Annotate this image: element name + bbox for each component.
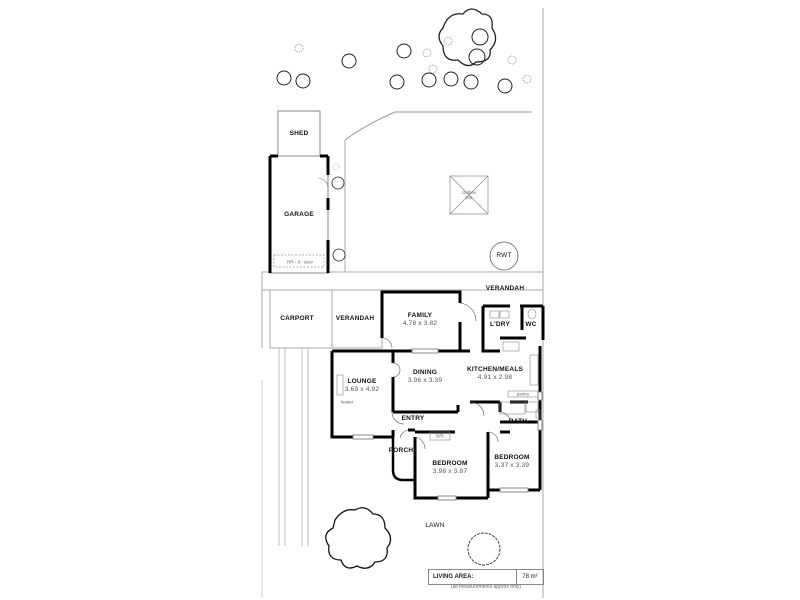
bedroom2-label: BEDROOM 3.37 x 3.39: [494, 454, 530, 469]
heater-label: heater: [340, 399, 354, 405]
porch-label: PORCH: [388, 447, 414, 454]
lounge-label: LOUNGE 3.69 x 4.92: [344, 378, 380, 393]
bedroom1-label: BEDROOM 3.98 x 3.97: [432, 460, 468, 475]
carport-label: CARPORT: [280, 315, 314, 322]
garage-door-note: RR - d - door: [286, 259, 314, 265]
living-area-box: LIVING AREA: 78 m²: [428, 569, 544, 585]
verandah-left: [331, 289, 383, 349]
verandah-left-label: VERANDAH: [335, 315, 375, 322]
shed-label: SHED: [289, 130, 309, 137]
garage-label: GARAGE: [284, 211, 314, 218]
family-label: FAMILY 4.78 x 3.82: [402, 312, 438, 327]
bir-label: B/R: [436, 433, 444, 439]
trees-top: [276, 8, 513, 94]
lawn-label: LAWN: [425, 522, 445, 529]
garage: [268, 154, 346, 274]
rainwater-tank: [489, 241, 519, 271]
bedroom1-dims: 3.98 x 3.97: [432, 468, 468, 475]
tree-small: [467, 532, 501, 566]
rwt-label: RWT: [496, 252, 512, 259]
wc-label: WC: [525, 321, 537, 328]
bath-label: BATH: [508, 418, 528, 425]
laundry-label: L'DRY: [490, 321, 510, 328]
shed: [277, 110, 321, 157]
shrubs-top: [294, 36, 532, 84]
kitchen-dims: 4.91 x 2.98: [477, 374, 513, 381]
living-area-value: 78 m²: [522, 574, 538, 580]
entry-label: ENTRY: [401, 415, 425, 422]
living-area-label: LIVING AREA:: [429, 570, 517, 584]
carport: [269, 289, 333, 349]
measurement-note: (all measurements approx only): [450, 584, 522, 590]
bedroom2-dims: 3.37 x 3.39: [494, 462, 530, 469]
clothes-line: [449, 175, 489, 215]
clothes-line-label: clothes line: [461, 190, 477, 200]
dining-dims: 3.96 x 3.39: [407, 377, 443, 384]
dining-label: DINING 3.96 x 3.39: [407, 369, 443, 384]
verandah-right-label: VERANDAH: [485, 285, 525, 292]
kitchen-label: KITCHEN/MEALS 4.91 x 2.98: [466, 366, 524, 381]
lounge-dims: 3.69 x 4.92: [344, 386, 380, 393]
house-walls: [330, 290, 545, 500]
pantry-label: pantry: [516, 391, 530, 397]
family-dims: 4.78 x 3.82: [402, 320, 438, 327]
tree-large: [325, 507, 392, 569]
